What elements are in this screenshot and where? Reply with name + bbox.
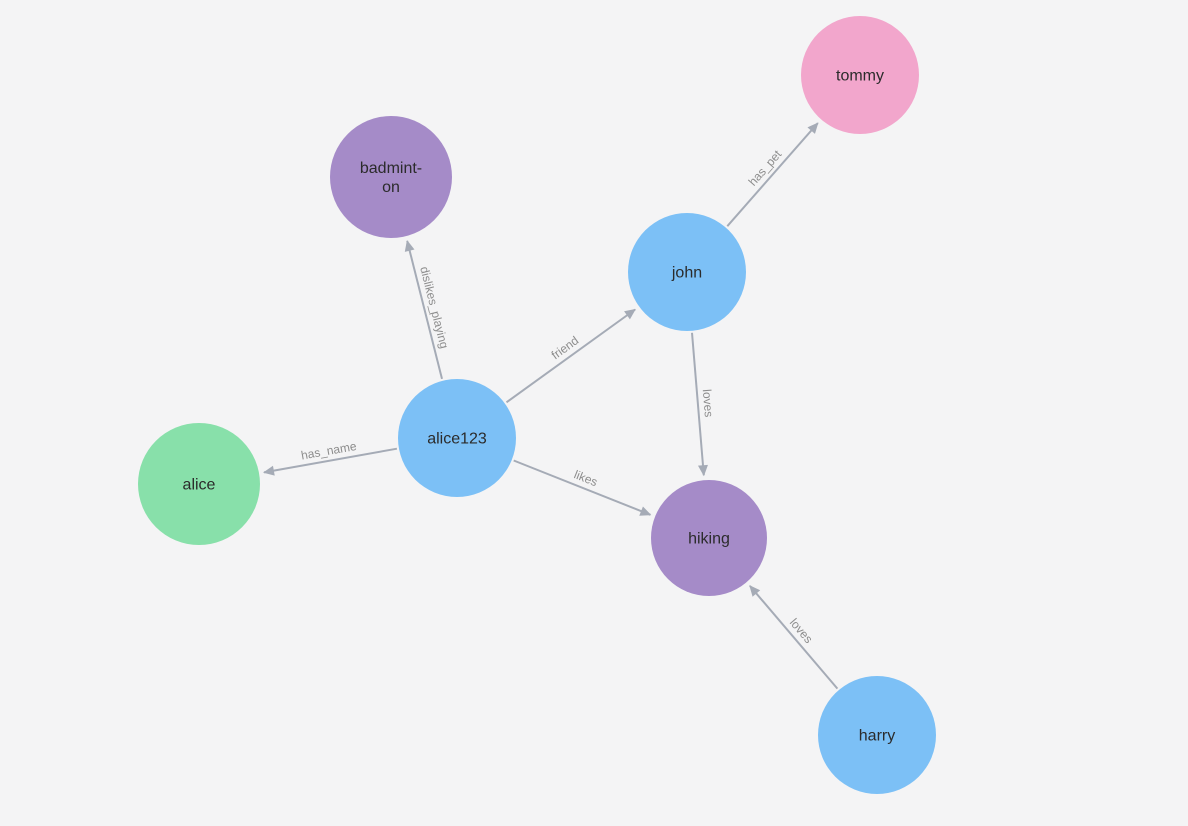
node-circle[interactable] xyxy=(398,379,516,497)
node-label: tommy xyxy=(836,68,884,85)
relationship-type-label[interactable]: loves xyxy=(787,616,816,646)
node-alice[interactable]: alice xyxy=(138,423,260,545)
node-circle[interactable] xyxy=(628,213,746,331)
edge-alice123-badminton[interactable]: dislikes_playing xyxy=(404,240,451,380)
node-circle[interactable] xyxy=(138,423,260,545)
node-circle[interactable] xyxy=(801,16,919,134)
node-label: alice123 xyxy=(427,431,487,448)
relationship-line[interactable] xyxy=(749,585,839,690)
node-hiking[interactable]: hiking xyxy=(651,480,767,596)
relationship-type-label[interactable]: friend xyxy=(549,333,582,362)
relationship-type-label[interactable]: dislikes_playing xyxy=(417,265,451,350)
node-label: badmint-on xyxy=(360,160,422,196)
relationship-line[interactable] xyxy=(691,332,708,477)
node-label: harry xyxy=(859,728,895,745)
relationship-type-label[interactable]: has_name xyxy=(300,439,358,463)
node-john[interactable]: john xyxy=(628,213,746,331)
relationship-type-label[interactable]: loves xyxy=(700,389,716,418)
edge-alice123-hiking[interactable]: likes xyxy=(513,459,652,516)
edge-john-tommy[interactable]: has_pet xyxy=(726,122,819,227)
edge-alice123-john[interactable]: friend xyxy=(505,308,636,404)
node-circle[interactable] xyxy=(651,480,767,596)
relationship-line[interactable] xyxy=(726,122,819,227)
relationship-line[interactable] xyxy=(505,308,636,404)
edge-alice123-alice[interactable]: has_name xyxy=(263,439,398,476)
node-circle[interactable] xyxy=(330,116,452,238)
node-label: john xyxy=(671,265,702,282)
node-label: hiking xyxy=(688,531,730,548)
edge-john-hiking[interactable]: loves xyxy=(691,332,716,477)
relationship-line[interactable] xyxy=(263,447,398,476)
relationship-line[interactable] xyxy=(513,459,652,516)
relationship-line[interactable] xyxy=(404,240,443,380)
node-tommy[interactable]: tommy xyxy=(801,16,919,134)
node-alice123[interactable]: alice123 xyxy=(398,379,516,497)
node-circle[interactable] xyxy=(818,676,936,794)
node-harry[interactable]: harry xyxy=(818,676,936,794)
edge-harry-hiking[interactable]: loves xyxy=(749,585,839,690)
node-badminton[interactable]: badmint-on xyxy=(330,116,452,238)
node-label: alice xyxy=(183,477,216,494)
